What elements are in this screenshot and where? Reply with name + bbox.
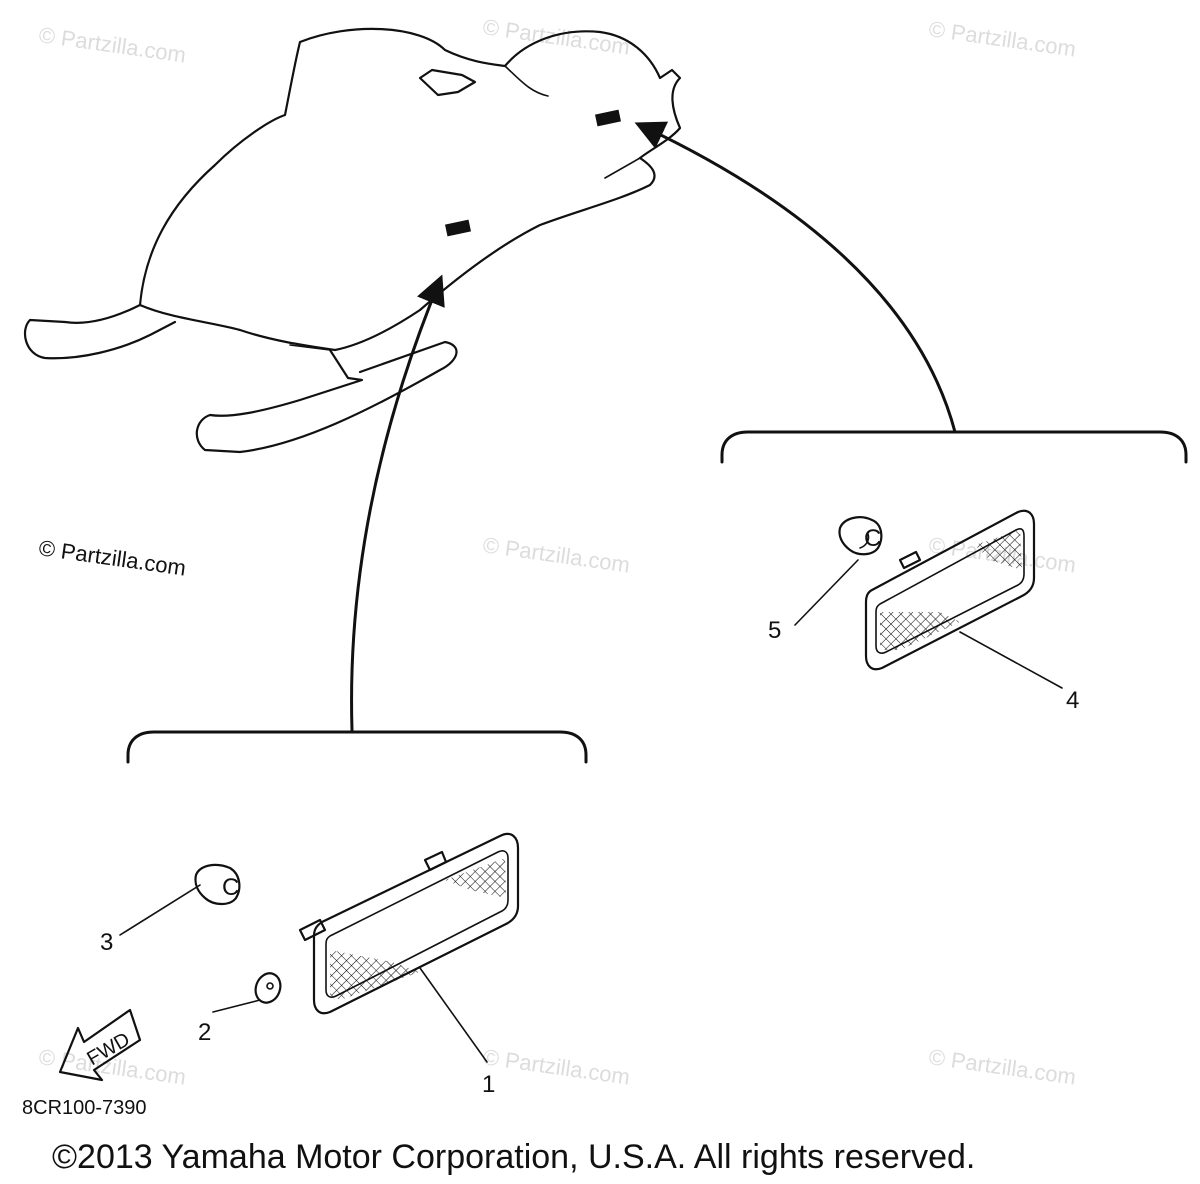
group-bracket-left	[126, 730, 588, 764]
watermark-text: © Partzilla.com	[481, 1044, 631, 1089]
copyright-text: ©2013 Yamaha Motor Corporation, U.S.A. A…	[52, 1138, 975, 1176]
callout-2: 2	[198, 1019, 211, 1046]
watermark-text: © Partzilla.com	[481, 532, 631, 577]
nut-mark-text: C	[864, 525, 881, 552]
callout-5: 5	[768, 617, 781, 644]
group-bracket-right	[720, 430, 1188, 464]
washer-part-2	[254, 972, 282, 1004]
watermark-text: © Partzilla.com	[481, 14, 631, 59]
reflector-part-1	[298, 832, 520, 1015]
watermark-text: © Partzilla.com	[927, 1044, 1077, 1089]
leader-lines-left	[119, 884, 488, 1063]
nut-part-5: C	[838, 516, 883, 556]
reflector-part-4	[864, 509, 1036, 671]
nut-mark-text: C	[222, 874, 239, 901]
callout-4: 4	[1066, 687, 1079, 714]
leader-lines-right	[794, 559, 1063, 689]
callout-3: 3	[100, 929, 113, 956]
diagram-code: 8CR100-7390	[22, 1097, 147, 1119]
watermark-text: © Partzilla.com	[37, 22, 187, 67]
watermark-text: © Partzilla.com	[927, 16, 1077, 61]
nut-part-3: C	[194, 863, 241, 906]
watermark-text: © Partzilla.com	[37, 535, 187, 580]
callout-1: 1	[482, 1071, 495, 1098]
watermarks: © Partzilla.com © Partzilla.com © Partzi…	[37, 14, 1077, 1089]
snowmobile-illustration	[23, 27, 957, 732]
